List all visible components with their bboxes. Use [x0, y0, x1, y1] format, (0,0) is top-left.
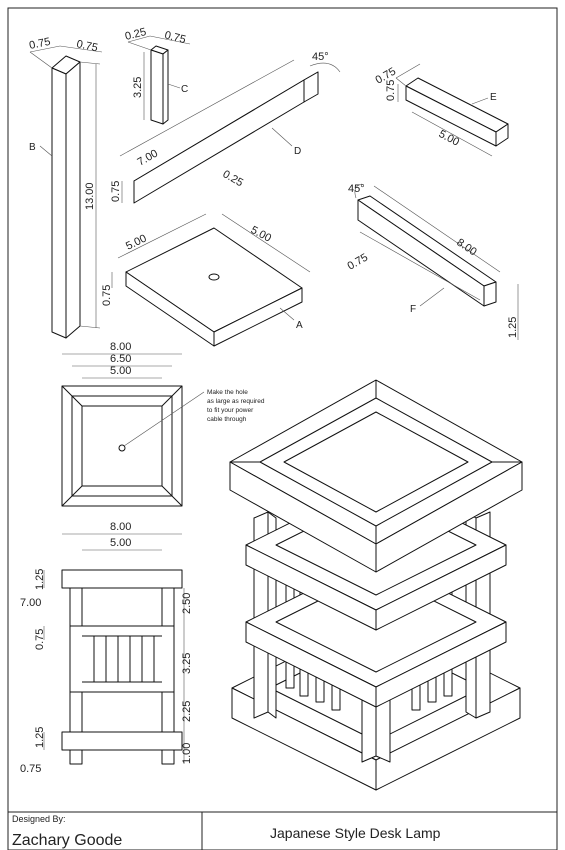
top-view: 8.00 6.50 5.00 Make the hole as large as…: [61, 341, 265, 507]
part-e-dim-w2: 0.75: [385, 80, 397, 101]
front-view-dim-r3: 2.25: [181, 701, 193, 722]
part-f-dim-h: 1.25: [507, 317, 519, 338]
front-view-dim-r1: 2.50: [181, 593, 193, 614]
part-e-dim-len: 5.00: [437, 128, 462, 149]
front-view: 8.00 5.00 1.25 7.00 0.75 1.25 0.75 2.50 …: [20, 521, 193, 775]
part-a-dim-thick: 0.75: [101, 285, 113, 306]
part-a-dim-width: 5.00: [124, 233, 149, 253]
front-view-dim-width: 8.00: [110, 521, 131, 533]
part-c-label: C: [181, 84, 188, 95]
drawing-title: Japanese Style Desk Lamp: [270, 825, 441, 841]
part-d-dim-w: 0.25: [221, 168, 246, 189]
part-b-dim-w1: 0.75: [28, 36, 51, 52]
part-d-dim-h: 0.75: [110, 181, 122, 202]
front-view-dim-r4: 1.00: [181, 743, 193, 764]
part-a-label: A: [296, 320, 303, 331]
top-view-note-line-4: cable through: [207, 416, 247, 423]
part-c-dim-w1: 0.25: [124, 26, 148, 43]
part-b-dim-len: 13.00: [84, 182, 96, 210]
part-a: 5.00 5.00 0.75 A: [101, 213, 311, 347]
sheet-border: [7, 7, 558, 850]
part-b-label: B: [29, 142, 36, 153]
part-e-label: E: [490, 92, 497, 103]
part-d: 45° 7.00 0.25 0.75 D: [110, 51, 341, 204]
part-b-dim-w2: 0.75: [75, 38, 98, 54]
top-view-note-line-1: Make the hole: [207, 389, 248, 396]
lamp-assembly: [229, 379, 523, 791]
part-f-dim-angle: 45°: [348, 183, 365, 195]
front-view-dim-mid: 0.75: [34, 629, 46, 650]
front-view-dim-inner: 5.00: [110, 537, 131, 549]
part-c-dim-w2: 0.75: [163, 29, 187, 46]
front-view-dim-r2: 3.25: [181, 653, 193, 674]
front-view-dim-bot: 1.25: [34, 727, 46, 748]
front-view-dim-top: 1.25: [34, 569, 46, 590]
top-view-dim-inner: 5.00: [110, 365, 131, 377]
part-f-label: F: [410, 304, 416, 315]
top-view-note-line-2: as large as required: [207, 398, 265, 405]
part-c-dim-len: 3.25: [132, 77, 144, 98]
part-f-dim-w: 0.75: [346, 251, 371, 272]
part-f: 45° 8.00 0.75 1.25 F: [346, 183, 519, 340]
part-c: 0.25 0.75 3.25 C: [124, 26, 191, 125]
designer-name: Zachary Goode: [12, 832, 122, 849]
front-view-dim-foot: 0.75: [20, 763, 41, 775]
front-view-dim-side: 7.00: [20, 597, 41, 609]
title-block: Designed By: Zachary Goode Japanese Styl…: [8, 811, 557, 850]
designed-by-label: Designed By:: [12, 814, 66, 824]
top-view-dim-outer: 8.00: [110, 341, 131, 353]
top-view-dim-mid: 6.50: [110, 353, 131, 365]
part-e: 0.75 0.75 5.00 E: [374, 63, 509, 157]
top-view-note-line-3: to fit your power: [207, 407, 254, 414]
part-d-dim-angle: 45°: [312, 51, 329, 63]
part-b: 0.75 0.75 13.00 B: [28, 36, 103, 339]
part-d-label: D: [294, 146, 301, 157]
part-a-dim-depth: 5.00: [249, 224, 274, 245]
part-d-dim-len: 7.00: [136, 147, 161, 168]
